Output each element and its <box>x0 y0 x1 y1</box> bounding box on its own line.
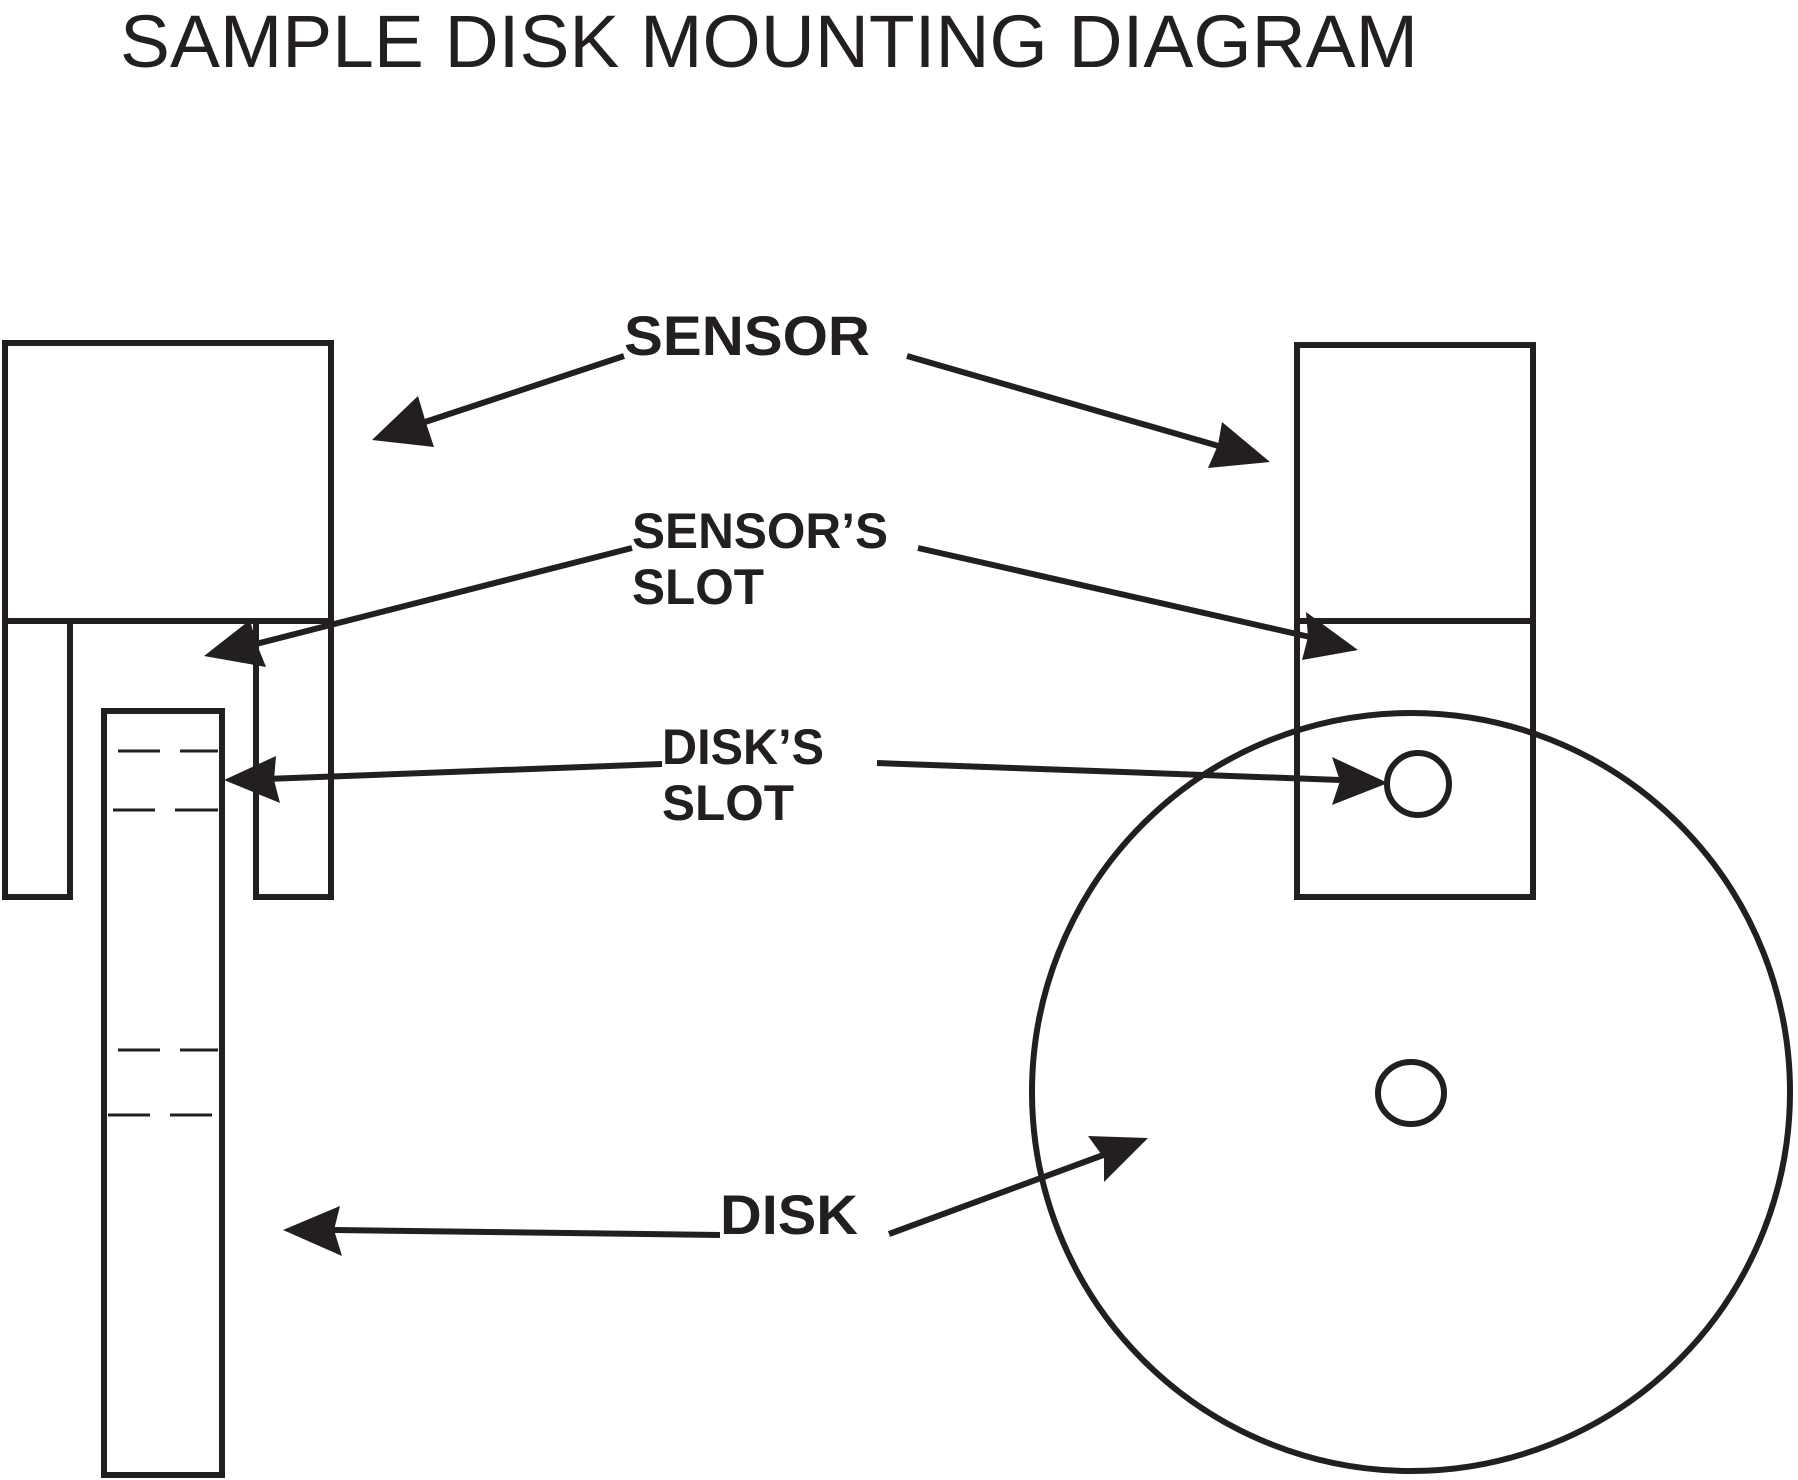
labels: SENSOR SENSOR’S SLOT DISK’S SLOT DISK <box>624 304 888 1246</box>
arrowhead <box>204 620 266 667</box>
label-disks-slot-line2: SLOT <box>662 775 794 831</box>
arrow-line <box>917 545 1311 640</box>
arrowhead <box>372 396 434 447</box>
arrowhead <box>1208 422 1270 468</box>
diagram-title: SAMPLE DISK MOUNTING DIAGRAM <box>120 0 1418 83</box>
label-sensors-slot-line2: SLOT <box>632 559 764 615</box>
left-sensor-prong-outer <box>2 618 73 900</box>
left-disk-side-view <box>101 708 225 1478</box>
arrows <box>204 353 1388 1256</box>
arrow-line <box>333 1227 721 1238</box>
left-disk-edge <box>101 708 225 1478</box>
label-disks-slot-line1: DISK’S <box>662 719 824 775</box>
arrowhead <box>1088 1136 1148 1182</box>
arrow-line <box>265 761 663 782</box>
left-sensor-prong-inner <box>253 618 334 900</box>
disk-center-hole <box>1375 1059 1447 1127</box>
right-sensor-body <box>1294 342 1536 624</box>
label-disk: DISK <box>720 1183 858 1246</box>
label-sensor: SENSOR <box>624 304 870 367</box>
right-sensor-slot-section <box>1294 618 1536 900</box>
arrow-line <box>887 1151 1108 1237</box>
left-sensor-body <box>2 340 334 624</box>
arrow-line <box>409 353 625 430</box>
right-sensor-front-view <box>1294 342 1536 900</box>
arrowhead <box>1302 612 1358 660</box>
right-disk-face <box>1029 710 1793 1474</box>
arrowhead <box>283 1206 342 1256</box>
arrow-line <box>876 760 1341 783</box>
right-disk-front-view <box>1029 710 1793 1474</box>
left-sensor-side-view <box>2 340 334 900</box>
arrow-line <box>906 353 1223 450</box>
disk-slot-hole <box>1384 750 1452 818</box>
arrowhead <box>1332 757 1388 805</box>
label-sensors-slot-line1: SENSOR’S <box>632 503 888 559</box>
arrow-line <box>251 545 633 648</box>
arrowhead <box>224 756 280 803</box>
